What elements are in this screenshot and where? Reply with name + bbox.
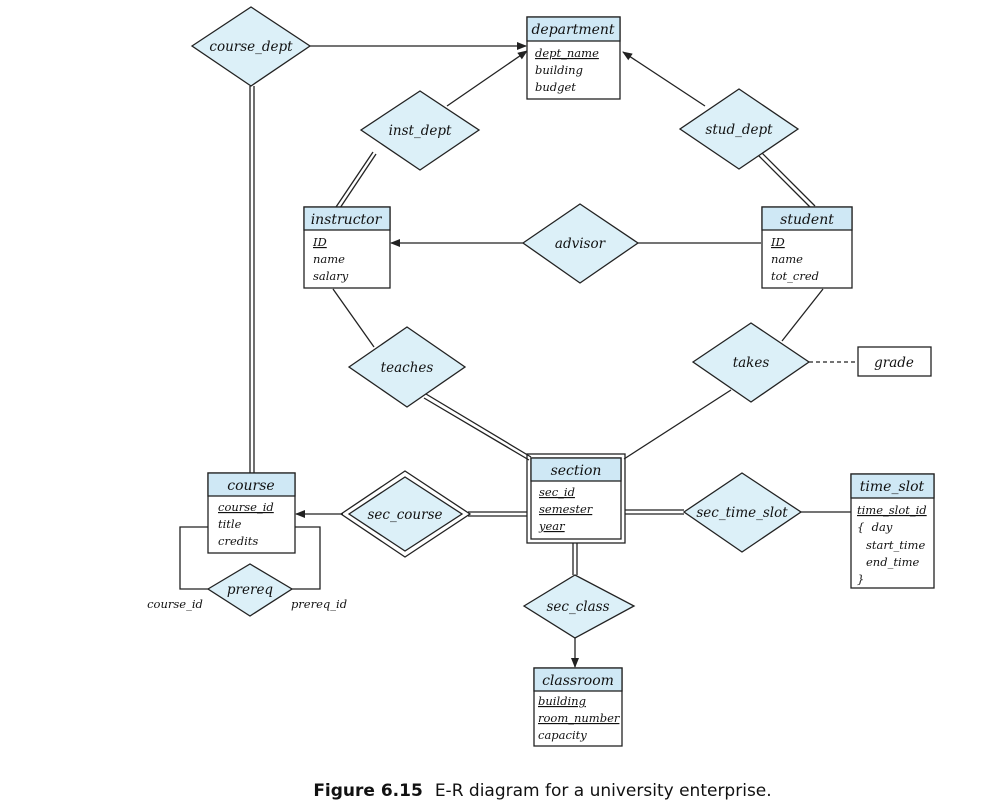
edge-stud-dept-student-b — [757, 154, 812, 209]
relationship-sec-course: sec_course — [339, 470, 472, 558]
edge-takes-section — [623, 389, 732, 460]
entity-classroom: classroom building room_number capacity — [533, 667, 623, 747]
relationship-advisor: advisor — [521, 203, 640, 284]
attribute-close-brace: } — [857, 572, 864, 586]
relationship-label: stud_dept — [705, 122, 773, 138]
attribute-grade-label: grade — [874, 355, 914, 371]
attribute-id: ID — [312, 235, 327, 249]
entity-name: department — [531, 22, 614, 38]
attribute-name: name — [771, 252, 803, 266]
relationship-course-dept: course_dept — [190, 6, 312, 87]
relationship-label: teaches — [381, 360, 434, 376]
edge-prereq-prereq-id — [289, 526, 321, 590]
attribute-dept-name: dept_name — [535, 46, 599, 60]
entity-course: course course_id title credits — [207, 472, 296, 554]
figure-caption: Figure 6.15 E-R diagram for a university … — [0, 781, 982, 801]
entity-name: section — [551, 463, 602, 479]
attribute-room-number: room_number — [538, 711, 621, 725]
attribute-sec-id: sec_id — [539, 485, 575, 499]
connectors — [179, 42, 858, 668]
relationship-prereq: prereq — [206, 563, 294, 617]
edge-inst-dept-instructor-b — [339, 153, 377, 209]
entity-department: department dept_name building budget — [526, 16, 621, 100]
entity-student: student ID name tot_cred — [761, 206, 853, 289]
role-label-course-id: course_id — [147, 597, 203, 611]
relationship-label: advisor — [555, 236, 607, 252]
attribute-course-id: course_id — [218, 500, 274, 514]
edge-stud-dept-student-a — [760, 151, 816, 207]
relationship-label: sec_course — [368, 507, 443, 523]
relationship-teaches: teaches — [347, 326, 467, 408]
edge-teaches-section-b — [423, 397, 530, 461]
relationship-sec-time-slot: sec_time_slot — [682, 472, 803, 553]
attribute-year: year — [538, 519, 566, 533]
attribute-building: building — [538, 694, 586, 708]
attribute-name: name — [313, 252, 345, 266]
edge-inst-dept-instructor-a — [335, 151, 374, 208]
attribute-box-grade: grade — [857, 346, 932, 377]
edge-teaches-instructor — [332, 288, 375, 348]
relationship-takes: takes — [691, 322, 811, 403]
attribute-end-time: end_time — [866, 555, 920, 569]
relationship-label: sec_class — [546, 599, 609, 615]
edge-teaches-section-a — [425, 393, 532, 458]
relationship-stud-dept: stud_dept — [678, 88, 800, 170]
attribute-building: building — [535, 63, 583, 77]
relationship-label: inst_dept — [389, 123, 452, 139]
relationship-label: prereq — [227, 582, 274, 598]
relationship-label: sec_time_slot — [696, 505, 788, 521]
figure-number: Figure 6.15 — [313, 781, 423, 801]
relationship-label: course_dept — [209, 39, 293, 55]
entity-name: student — [780, 212, 834, 228]
entity-name: instructor — [311, 212, 383, 228]
attribute-start-time: start_time — [866, 538, 925, 552]
entity-instructor: instructor ID name salary — [303, 206, 391, 289]
er-diagram: course_dept inst_dept stud_dept advisor … — [147, 6, 935, 747]
entity-section: section sec_id semester year — [526, 453, 626, 544]
relationship-sec-class: sec_class — [522, 574, 636, 639]
attribute-capacity: capacity — [538, 728, 587, 742]
attribute-tot-cred: tot_cred — [771, 269, 819, 283]
edge-prereq-course-id — [179, 526, 211, 590]
edge-inst-dept-department — [446, 50, 528, 107]
attribute-id: ID — [770, 235, 785, 249]
edge-takes-student — [781, 288, 824, 342]
attribute-day: { day — [857, 520, 893, 534]
role-label-prereq-id: prereq_id — [291, 597, 347, 611]
edge-stud-dept-department — [622, 51, 706, 107]
entity-name: time_slot — [860, 479, 925, 495]
attribute-credits: credits — [218, 534, 258, 548]
attribute-semester: semester — [539, 502, 594, 516]
relationship-label: takes — [733, 355, 770, 371]
entity-name: classroom — [542, 673, 614, 689]
entity-time-slot: time_slot time_slot_id { day start_time … — [850, 473, 935, 589]
attribute-budget: budget — [535, 80, 576, 94]
attribute-title: title — [218, 517, 242, 531]
attribute-salary: salary — [313, 269, 349, 283]
figure-caption-text: E-R diagram for a university enterprise. — [434, 781, 772, 801]
entity-name: course — [227, 478, 274, 494]
attribute-time-slot-id: time_slot_id — [857, 503, 927, 517]
relationship-inst-dept: inst_dept — [359, 90, 481, 171]
